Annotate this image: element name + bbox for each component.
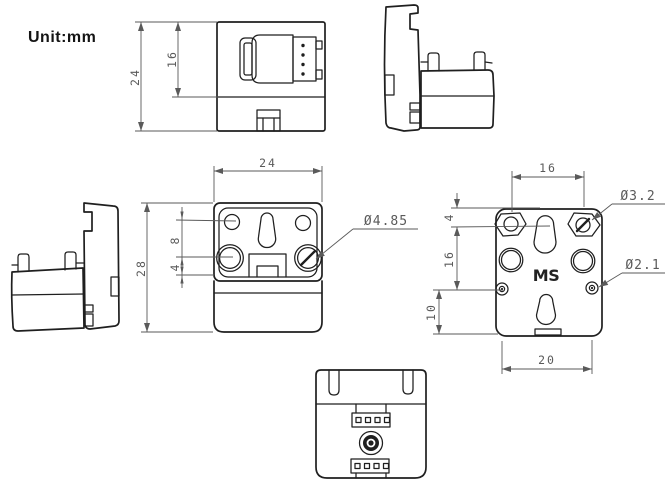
filament-gate-tab [248, 253, 287, 278]
body-block-profile [420, 69, 495, 129]
callout-gear-dia: Ø4.85 [315, 214, 418, 260]
dim-back-top-offset: 4 [442, 193, 551, 228]
dim-back-hole-pitch-x: 16 [511, 161, 585, 212]
mount-hole [575, 217, 591, 233]
side-tab [409, 102, 421, 111]
callout-pin-hole-dia: Ø2.1 [598, 258, 665, 288]
mount-slot [328, 369, 340, 396]
bottom-tab [534, 328, 562, 336]
bearing-boss-ring [216, 244, 244, 272]
dim-top-inner-height: 16 [165, 22, 218, 98]
dim-back-bottom-offset: 10 [424, 290, 498, 335]
pin [354, 462, 361, 470]
front-view [213, 202, 323, 333]
dim-label-back-pitch-y: 16 [442, 250, 456, 268]
pin [374, 416, 381, 424]
bottom-body-outline [315, 369, 427, 479]
pin-dot [301, 43, 305, 48]
hex-boss [494, 212, 527, 237]
pin-hole-pad [585, 281, 599, 295]
callout-mount-hole-dia: Ø3.2 [591, 189, 665, 221]
bearing-hole [218, 246, 242, 270]
mount-hole [294, 214, 312, 232]
mount-prong [473, 51, 486, 71]
screw-slot [575, 217, 591, 233]
top-view [216, 21, 326, 132]
connector-latch-inner [243, 42, 253, 76]
front-inner-contour [218, 207, 318, 278]
back-view: MS [494, 208, 603, 337]
pin-dot [301, 53, 305, 57]
side-slot [110, 276, 120, 297]
mount-hole [223, 213, 241, 231]
pin-hole [588, 284, 596, 292]
roller-center [368, 440, 374, 446]
roller-ring [362, 434, 379, 451]
dim-label-back-top-offset: 4 [442, 213, 456, 222]
mount-prong [64, 251, 77, 271]
pin [382, 462, 390, 470]
roller-outer [358, 430, 384, 456]
pin-block-clip [315, 69, 323, 80]
dim-top-height: 24 [128, 21, 217, 132]
dim-label-front-height: 28 [134, 259, 148, 277]
screw-slot [299, 249, 317, 267]
keyhole-slot [257, 212, 277, 249]
callout-label-mount-hole: Ø3.2 [620, 189, 655, 204]
side-tab [409, 111, 421, 124]
unit-label: Unit:mm [28, 29, 96, 46]
keyhole-slot-upper [533, 215, 557, 254]
front-body-outline [213, 202, 323, 282]
dim-label-back-bottom-offset: 10 [424, 303, 438, 321]
side-slot [384, 74, 395, 96]
mount-hole [503, 216, 519, 232]
connector-latch [239, 37, 257, 81]
pin [364, 416, 372, 424]
side-view-left [10, 202, 120, 332]
callout-label-pin-hole: Ø2.1 [625, 258, 660, 273]
pin [373, 462, 380, 470]
pin-dot [301, 62, 305, 67]
connector-housing [251, 34, 294, 84]
keyhole-slot-lower [535, 293, 557, 326]
pin-block-clip [315, 40, 323, 50]
pin [383, 416, 391, 424]
dim-label-front-width: 24 [259, 156, 277, 170]
dim-front-hole-gap: 8 4 [168, 207, 237, 288]
dim-label-hole-offset: 4 [168, 263, 182, 272]
top-view-body-outline [216, 21, 326, 132]
mount-prong [427, 52, 440, 72]
dim-front-width: 24 [213, 156, 323, 202]
dim-label-base-pitch: 20 [538, 353, 556, 367]
mount-slot [402, 369, 414, 395]
pin-dot [301, 72, 305, 76]
top-view-tab [256, 109, 281, 132]
pin-hole-pad [495, 282, 509, 296]
bottom-view [315, 369, 427, 479]
dim-back-hole-pitch-y: 16 [433, 227, 503, 291]
body-block-profile [10, 267, 85, 332]
side-view-right [383, 4, 495, 132]
pin [363, 462, 371, 470]
brand-logo: MS [533, 266, 559, 285]
dim-label-back-pitch-x: 16 [539, 161, 557, 175]
pin-hole [498, 285, 506, 293]
pin-block [292, 36, 317, 82]
dim-label-hole-gap: 8 [168, 236, 182, 245]
bearing-hole [498, 247, 524, 273]
dim-label-top-height: 24 [128, 68, 142, 86]
callout-label-gear-dia: Ø4.85 [364, 214, 408, 229]
back-body-outline [495, 208, 603, 337]
bearing-hole [570, 248, 596, 274]
dim-label-top-inner: 16 [165, 50, 179, 68]
pin [355, 416, 362, 424]
dim-back-base-pitch: 20 [501, 340, 593, 374]
front-lower-section [213, 280, 323, 333]
mount-prong [17, 253, 30, 273]
dim-front-height: 28 [134, 202, 213, 333]
back-plate-profile [83, 202, 120, 330]
